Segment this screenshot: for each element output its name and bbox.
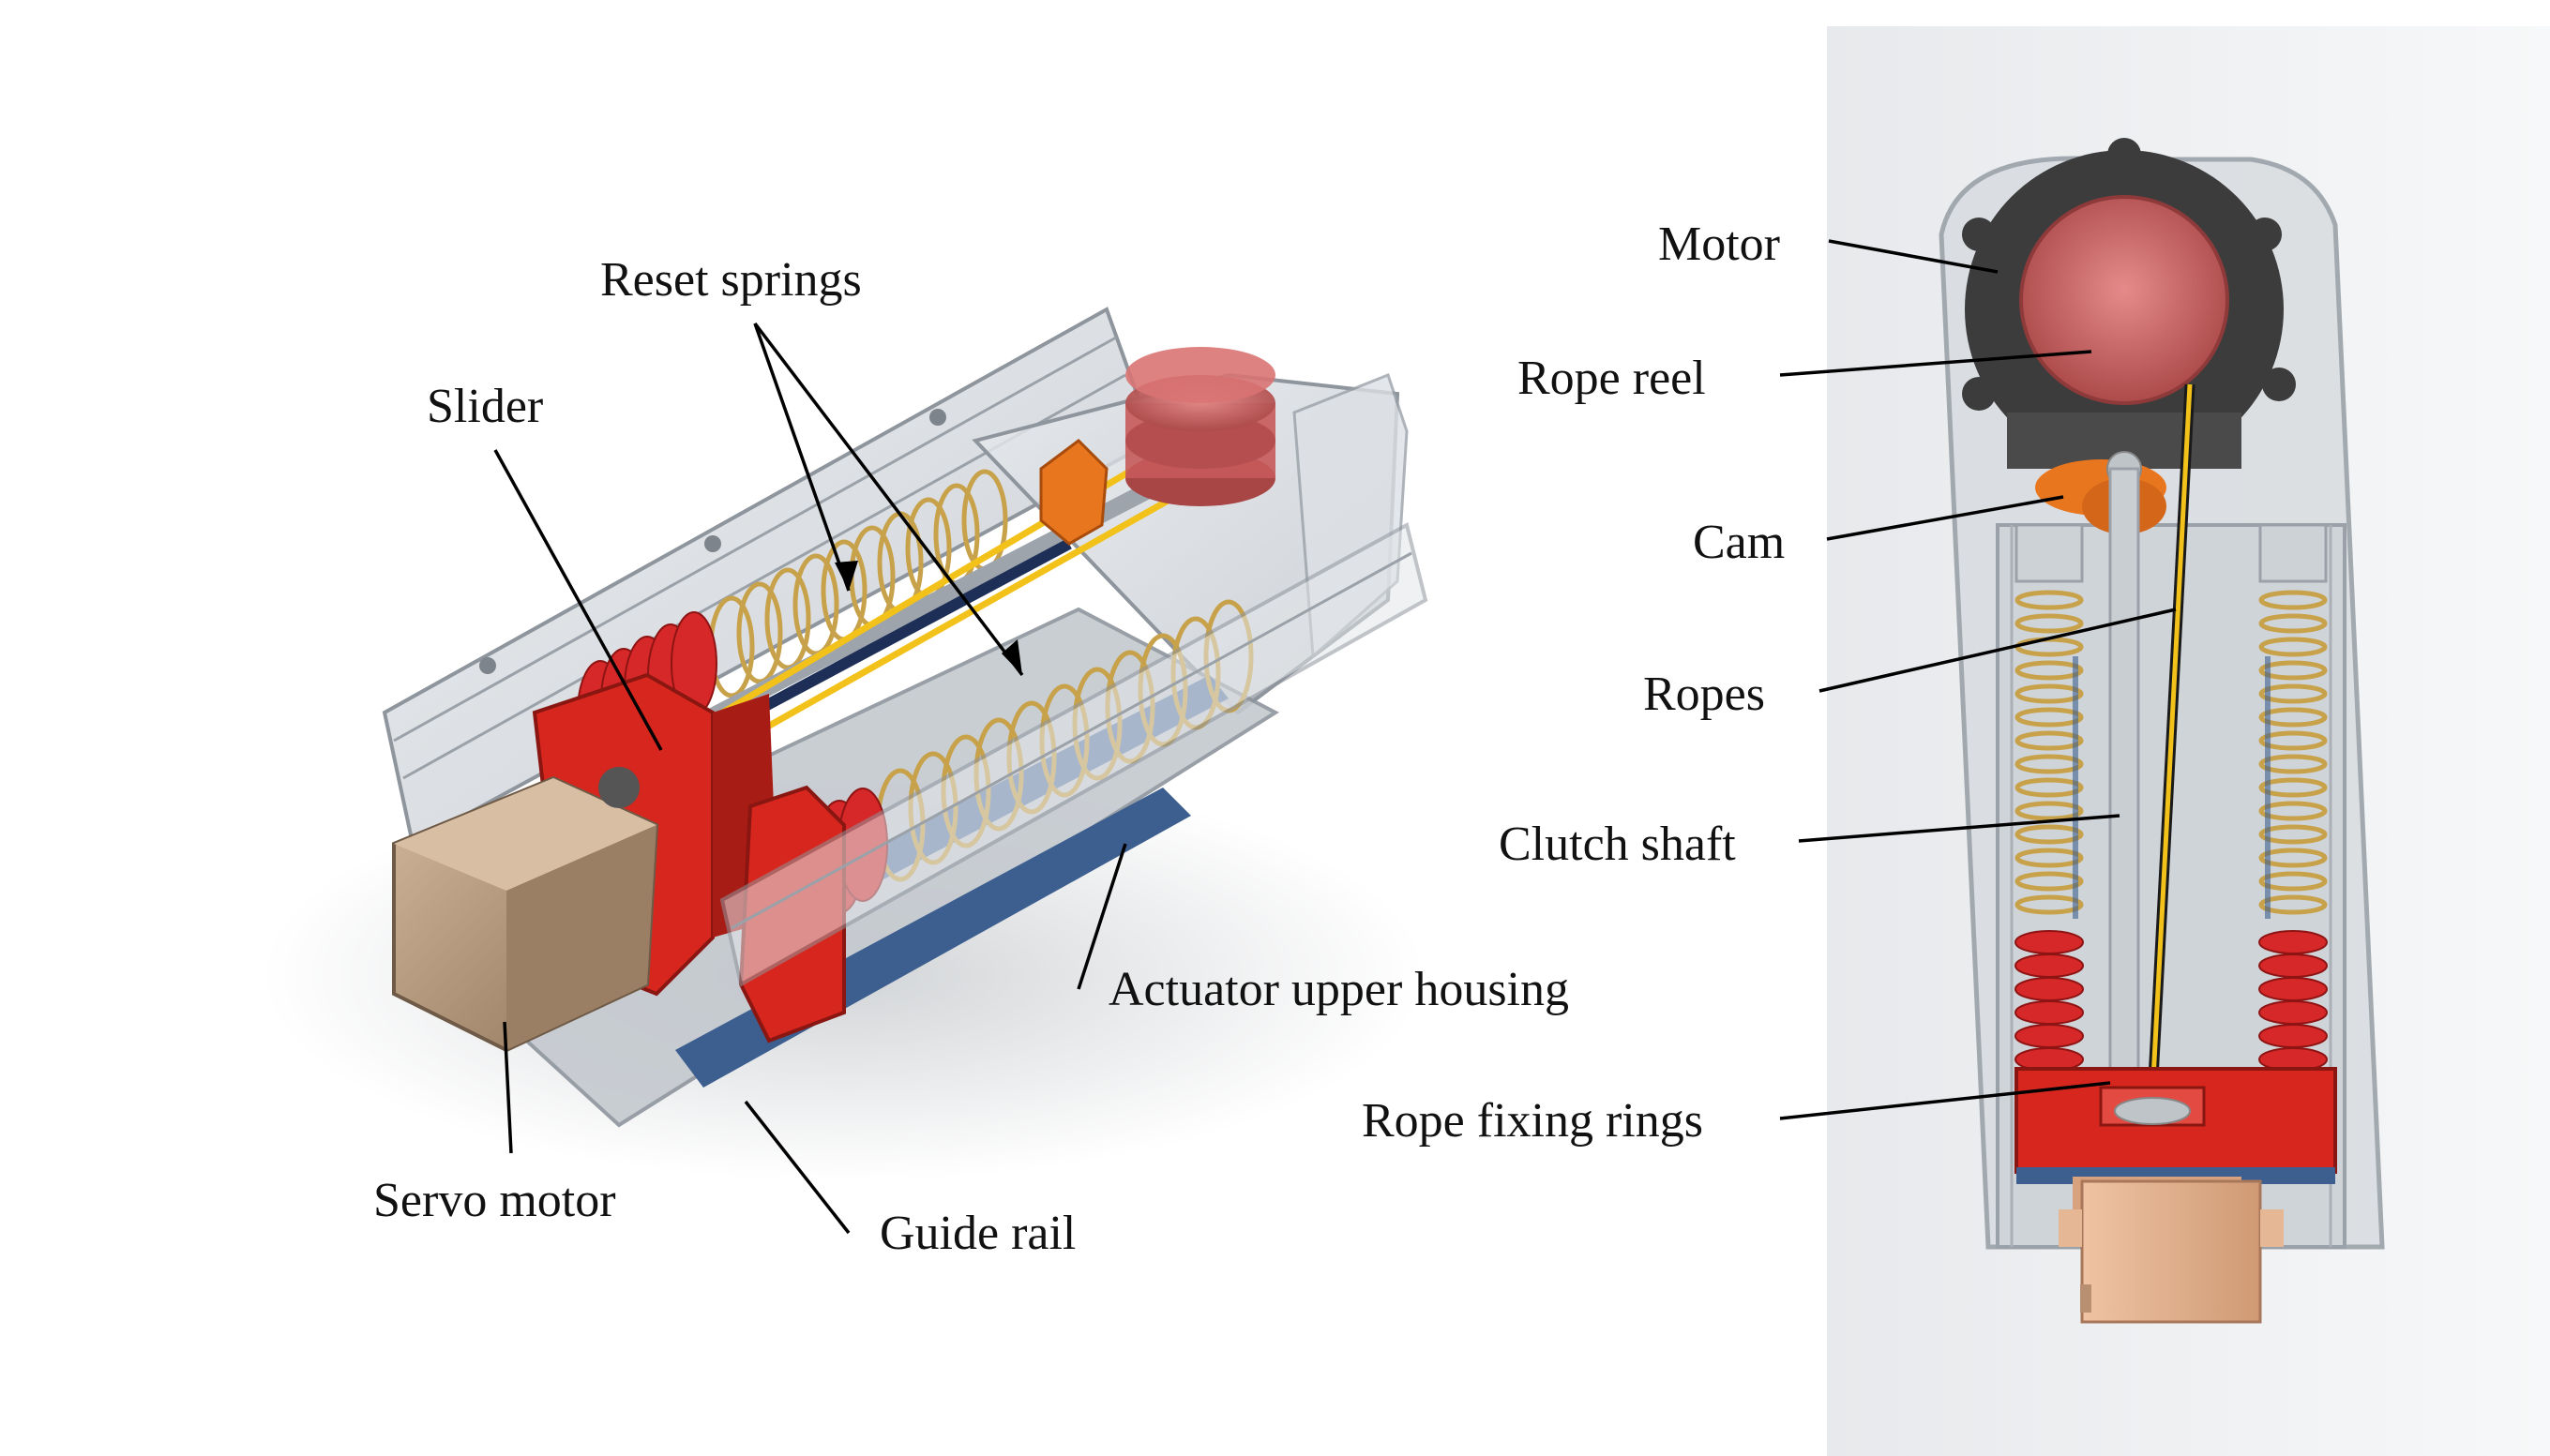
leader-guide-rail — [744, 1100, 851, 1235]
leader-slider — [493, 449, 663, 751]
leader-rope-reel — [1779, 350, 2092, 377]
rope-reel-right-view — [2019, 195, 2229, 405]
leader-servo-motor — [503, 1021, 513, 1154]
cam-left-view — [1039, 439, 1109, 546]
rope-reel-left-view — [1125, 347, 1275, 506]
label-rope-fixing-rings: Rope fixing rings — [1362, 1094, 1703, 1148]
leader-motor — [1828, 239, 1999, 274]
leader-reset-springs-2 — [753, 322, 1024, 677]
right-top-view — [1939, 138, 2385, 1324]
housing-front-panel — [719, 522, 1428, 988]
leader-lines — [493, 239, 2177, 1235]
right-view-slider — [2014, 1067, 2337, 1184]
leader-clutch-shaft — [1798, 814, 2120, 843]
label-reset-springs: Reset springs — [600, 253, 862, 307]
label-clutch-shaft: Clutch shaft — [1499, 818, 1736, 871]
label-rope-reel: Rope reel — [1517, 352, 1706, 405]
leader-ropes — [1818, 608, 2177, 693]
clutch-shaft — [2108, 467, 2140, 1118]
label-motor: Motor — [1658, 218, 1780, 271]
leader-cam — [1826, 495, 2064, 541]
leader-rope-fixing-rings — [1779, 1081, 2111, 1120]
label-slider: Slider — [427, 380, 544, 433]
left-isometric-view — [263, 307, 1428, 1181]
label-ropes: Ropes — [1643, 668, 1765, 721]
label-cam: Cam — [1693, 516, 1786, 569]
servo-motor-body — [392, 767, 659, 1053]
label-guide-rail: Guide rail — [880, 1207, 1077, 1260]
right-view-servo — [2059, 1177, 2284, 1324]
arrowhead-reset-springs-2 — [1002, 639, 1022, 675]
leader-reset-springs-1 — [753, 323, 851, 592]
leader-actuator-upper-housing — [1077, 843, 1127, 990]
arrowhead-reset-springs-1 — [835, 561, 858, 591]
label-actuator-upper-housing: Actuator upper housing — [1109, 963, 1570, 1016]
label-servo-motor: Servo motor — [373, 1174, 616, 1227]
right-view-spring-right — [2258, 523, 2328, 1095]
